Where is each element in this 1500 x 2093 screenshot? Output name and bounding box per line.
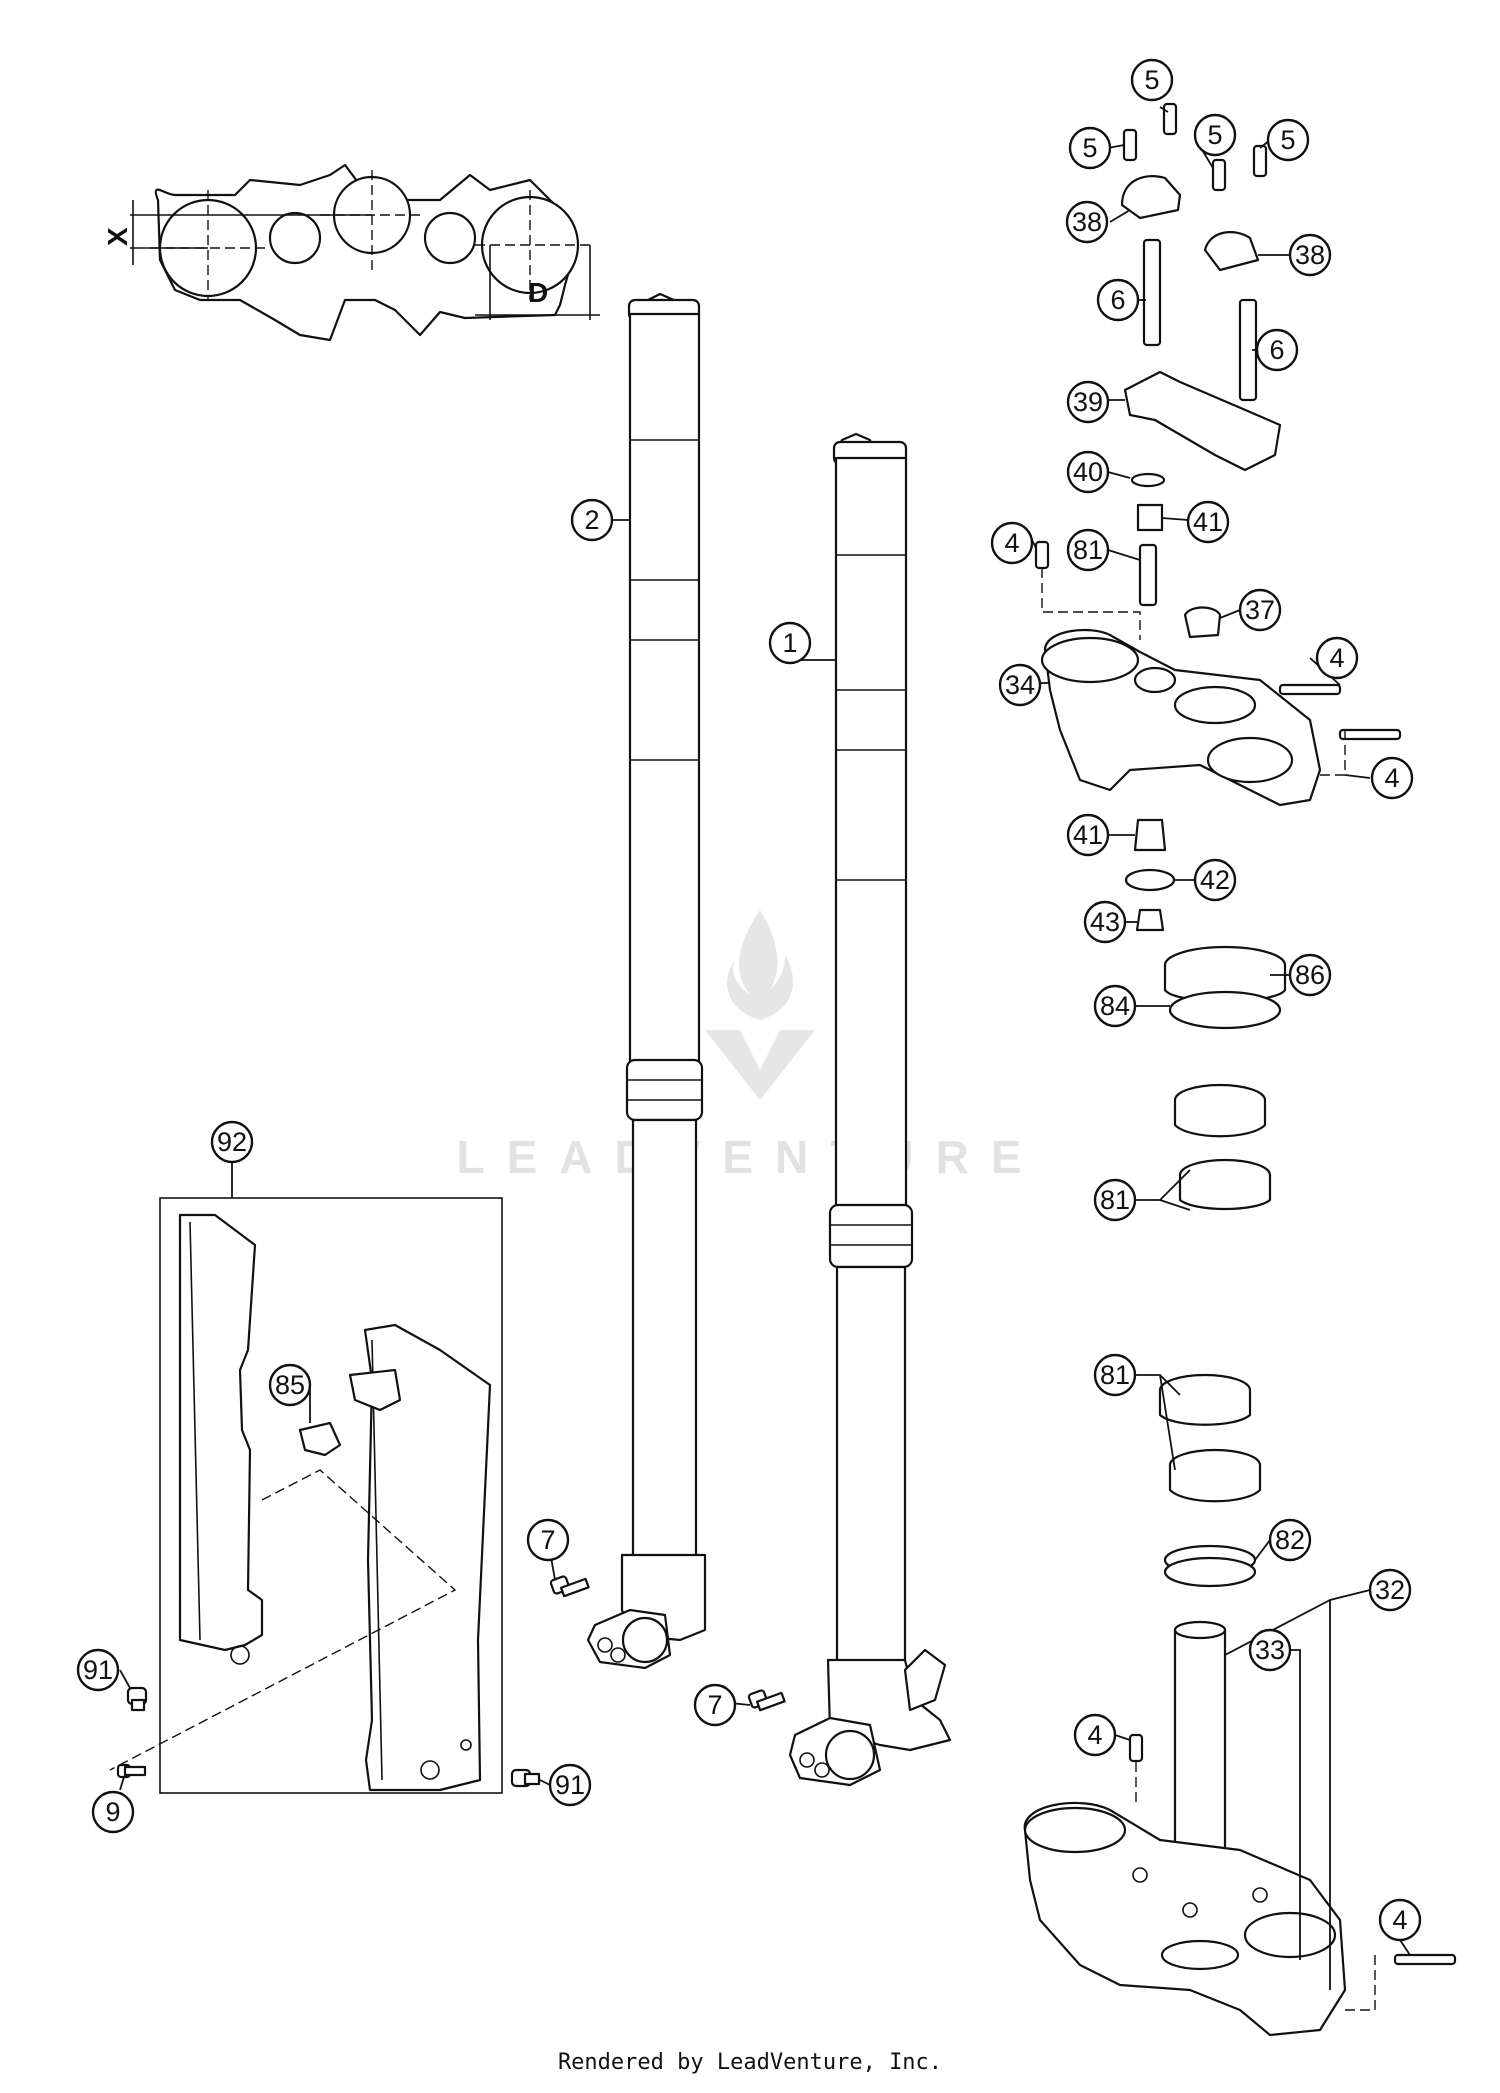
handlebar-clamp-assembly <box>1034 102 1282 640</box>
footer-credit: Rendered by LeadVenture, Inc. <box>557 2050 943 2075</box>
callout-44: 81 <box>1066 528 1110 572</box>
callout-91-right: 91 <box>548 1763 592 1807</box>
svg-text:1: 1 <box>782 628 797 658</box>
svg-text:41: 41 <box>1193 507 1223 537</box>
callout-1: 1 <box>768 621 812 665</box>
svg-text:4: 4 <box>1004 528 1019 558</box>
svg-text:5: 5 <box>1280 125 1295 155</box>
svg-text:34: 34 <box>1005 670 1035 700</box>
callout-85: 85 <box>268 1363 312 1407</box>
callout-86: 86 <box>1288 953 1332 997</box>
callout-4-lower-a: 4 <box>1073 1713 1117 1757</box>
svg-text:38: 38 <box>1295 240 1325 270</box>
svg-text:81: 81 <box>1073 535 1103 565</box>
svg-text:4: 4 <box>1329 643 1344 673</box>
callout-81-upper: 81 <box>1093 1178 1137 1222</box>
svg-text:2: 2 <box>584 505 599 535</box>
callout-9: 9 <box>91 1790 135 1834</box>
svg-text:84: 84 <box>1100 991 1130 1021</box>
lower-triple-clamp-32 <box>1023 1620 1457 2037</box>
svg-text:7: 7 <box>540 1525 555 1555</box>
svg-text:6: 6 <box>1110 285 1125 315</box>
svg-text:4: 4 <box>1392 1905 1407 1935</box>
callout-5b: 5 <box>1068 126 1112 170</box>
svg-text:5: 5 <box>1082 133 1097 163</box>
upper-triple-clamp-34 <box>1040 606 1402 807</box>
callout-5d: 5 <box>1266 118 1310 162</box>
callout-4-lower-b: 4 <box>1378 1898 1422 1942</box>
triple-clamp-dimension-sketch <box>130 163 600 342</box>
callout-39: 39 <box>1066 380 1110 424</box>
callout-92: 92 <box>210 1120 254 1164</box>
callout-4-upper-a: 4 <box>990 521 1034 565</box>
callout-5a: 5 <box>1130 58 1174 102</box>
fork-guard-set <box>109 1197 541 1794</box>
svg-text:40: 40 <box>1073 457 1103 487</box>
callout-6-right: 6 <box>1255 328 1299 372</box>
bearing-stack-upper <box>1124 818 1287 1211</box>
callout-38-left: 38 <box>1065 200 1109 244</box>
svg-text:43: 43 <box>1090 907 1120 937</box>
watermark-text: LEADVENTURE <box>456 1131 1044 1183</box>
callout-41-lower: 41 <box>1066 813 1110 857</box>
svg-text:41: 41 <box>1073 820 1103 850</box>
svg-text:81: 81 <box>1100 1360 1130 1390</box>
callout-40: 40 <box>1066 450 1110 494</box>
svg-text:4: 4 <box>1384 763 1399 793</box>
callout-7-right: 7 <box>693 1683 737 1727</box>
svg-text:82: 82 <box>1275 1525 1305 1555</box>
callout-38-right: 38 <box>1288 233 1332 277</box>
svg-text:92: 92 <box>217 1127 247 1157</box>
callout-32: 32 <box>1368 1568 1412 1612</box>
callout-7-left: 7 <box>526 1518 570 1562</box>
dimension-x-label: X <box>102 227 133 246</box>
bearing-stack-lower <box>1158 1373 1262 1588</box>
svg-text:42: 42 <box>1200 865 1230 895</box>
svg-text:37: 37 <box>1245 595 1275 625</box>
dimension-d-label: D <box>528 277 548 308</box>
callout-4-upper-c: 4 <box>1370 756 1414 800</box>
svg-text:33: 33 <box>1255 1635 1285 1665</box>
screw-7-right <box>747 1689 786 1712</box>
svg-text:6: 6 <box>1269 335 1284 365</box>
callout-43: 43 <box>1083 900 1127 944</box>
callout-41-upper: 41 <box>1186 500 1230 544</box>
callout-42: 42 <box>1193 858 1237 902</box>
svg-text:9: 9 <box>105 1797 120 1827</box>
callout-34: 34 <box>998 663 1042 707</box>
svg-text:5: 5 <box>1207 120 1222 150</box>
callout-4-upper-b: 4 <box>1315 636 1359 680</box>
callout-82: 82 <box>1268 1518 1312 1562</box>
svg-text:5: 5 <box>1144 65 1159 95</box>
fork-leg-1 <box>788 432 952 1787</box>
svg-text:38: 38 <box>1072 207 1102 237</box>
svg-text:86: 86 <box>1295 960 1325 990</box>
screw-7-left <box>549 1575 590 1598</box>
svg-text:7: 7 <box>707 1690 722 1720</box>
callout-33: 33 <box>1248 1628 1292 1672</box>
callout-91-left: 91 <box>76 1648 120 1692</box>
callout-2: 2 <box>570 498 614 542</box>
callout-37: 37 <box>1238 588 1282 632</box>
callout-84: 84 <box>1093 984 1137 1028</box>
callout-5c: 5 <box>1193 113 1237 157</box>
svg-text:81: 81 <box>1100 1185 1130 1215</box>
svg-text:85: 85 <box>275 1370 305 1400</box>
leadventure-logo-watermark <box>705 910 815 1100</box>
fork-leg-2 <box>586 292 707 1670</box>
callout-6-left: 6 <box>1096 278 1140 322</box>
svg-text:91: 91 <box>83 1655 113 1685</box>
svg-text:32: 32 <box>1375 1575 1405 1605</box>
svg-text:4: 4 <box>1087 1720 1102 1750</box>
svg-text:39: 39 <box>1073 387 1103 417</box>
callout-81-lower: 81 <box>1093 1353 1137 1397</box>
svg-text:91: 91 <box>555 1770 585 1800</box>
